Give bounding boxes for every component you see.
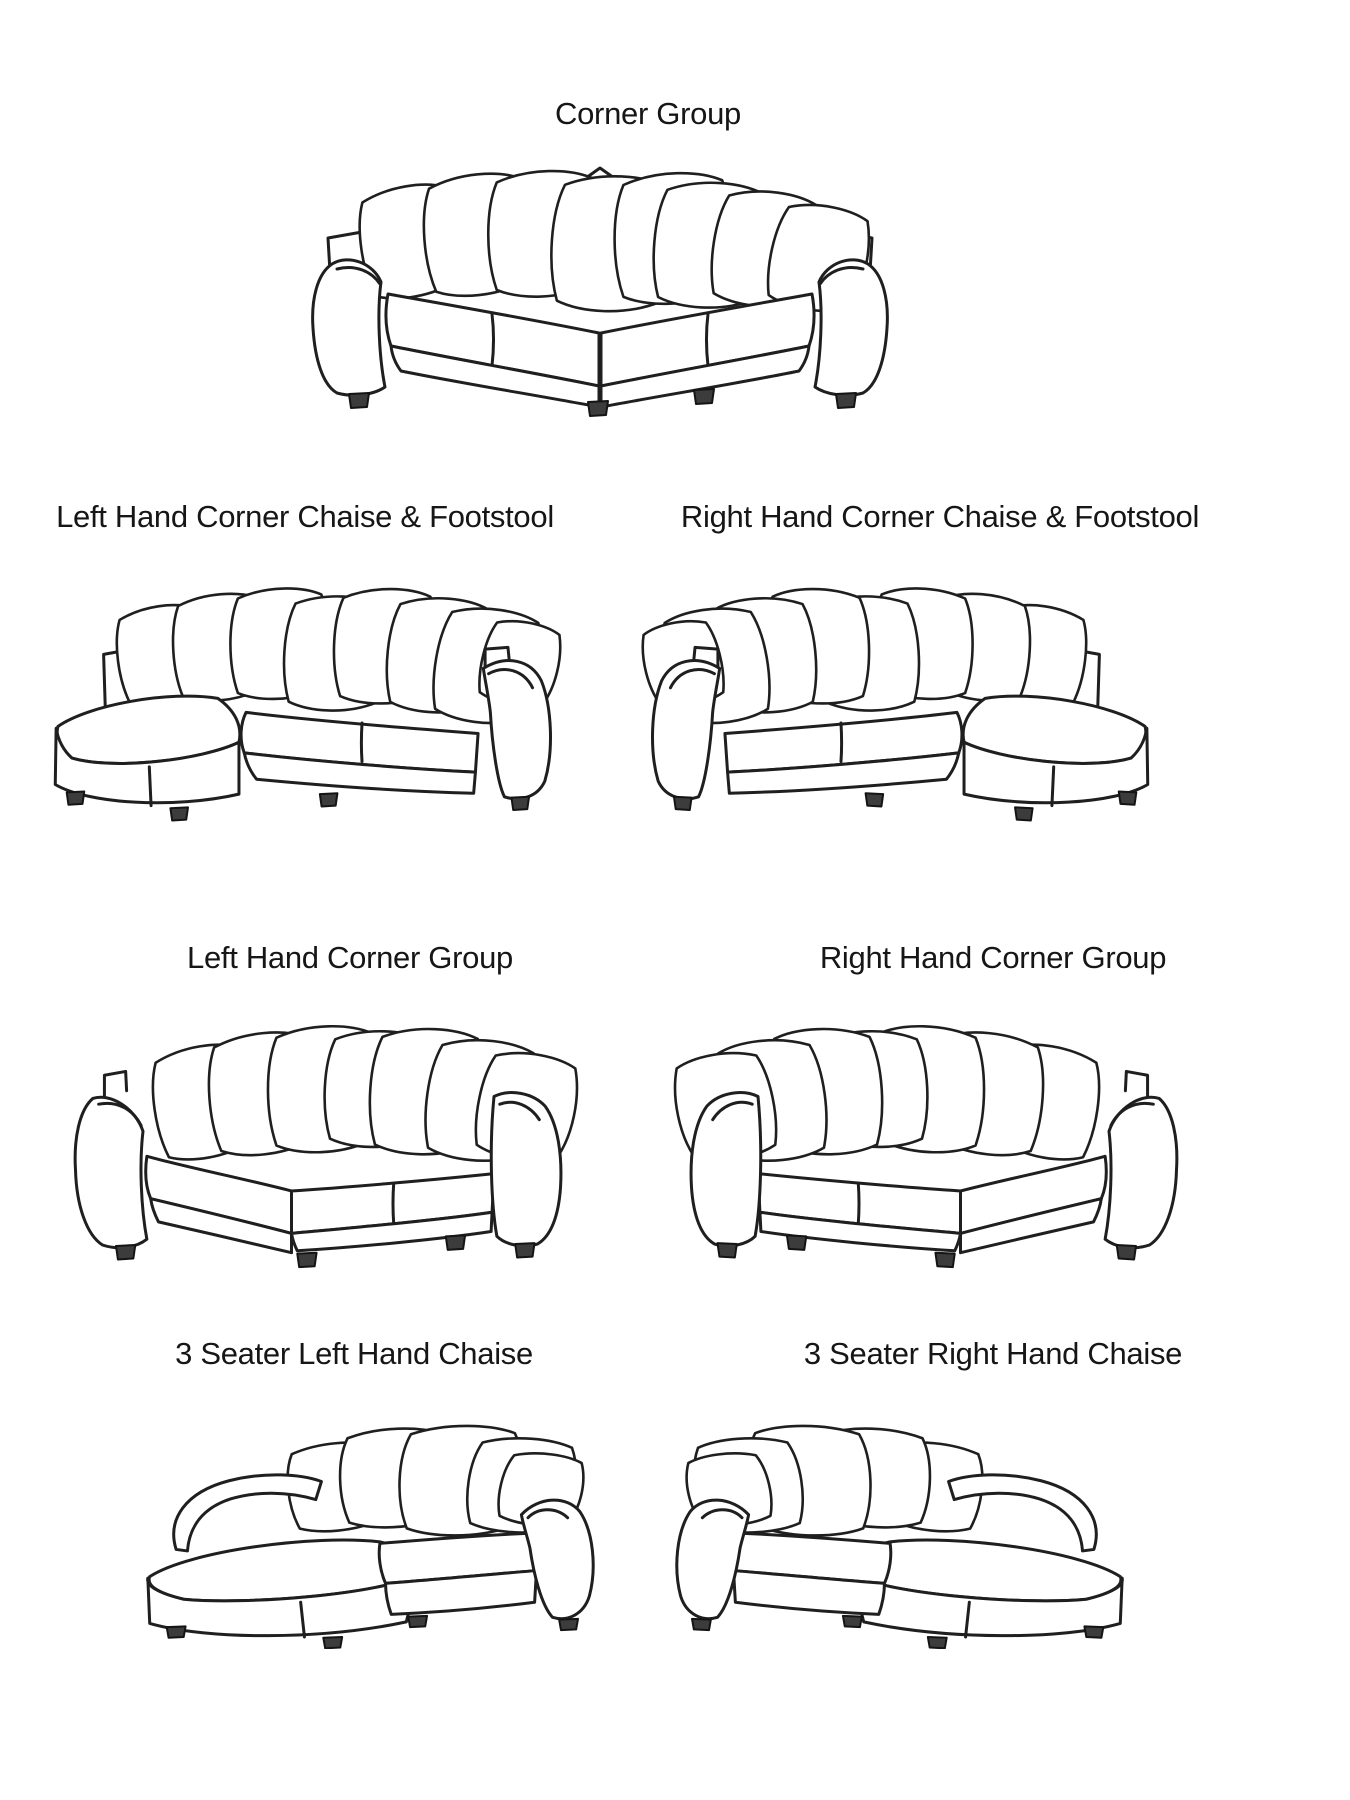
sofa-foot (926, 1636, 948, 1650)
corner-group-sofa-drawing (300, 142, 900, 417)
corner-chaise-footstool-sofa-drawing-mirrored (635, 585, 1175, 822)
sofa-foot (1115, 1244, 1137, 1261)
three-seater-left-hand-chaise-illustration (95, 1400, 595, 1650)
section-title-right-hand-corner-chaise-footstool: Right Hand Corner Chaise & Footstool (680, 499, 1200, 534)
sofa-foot (165, 1625, 187, 1639)
three-seater-right-hand-chaise-illustration (675, 1400, 1175, 1650)
sofa-foot (716, 1242, 738, 1259)
corner-group-illustration (300, 142, 900, 422)
sofa-outline (313, 168, 888, 417)
sofa-foot (65, 790, 86, 806)
corner-chaise-footstool-sofa-drawing (28, 585, 568, 822)
sofa-foot (673, 795, 693, 811)
left-hand-corner-group-illustration (62, 1002, 602, 1282)
sofa-foot (296, 1251, 318, 1269)
sofa-foot (558, 1617, 579, 1632)
sofa-foot (1117, 790, 1138, 806)
right-hand-corner-chaise-footstool-illustration (630, 570, 1175, 834)
sofa-outline (677, 1424, 1123, 1650)
sofa-foot (934, 1251, 956, 1269)
section-title-corner-group: Corner Group (555, 96, 741, 131)
sofa-foot (514, 1242, 536, 1259)
sofa-foot (785, 1234, 808, 1251)
sofa-outline (55, 585, 568, 822)
sofa-foot (835, 392, 857, 409)
sofa-foot (318, 792, 339, 808)
sofa-outline (75, 1022, 585, 1269)
sofa-foot (407, 1614, 429, 1629)
corner-group-handed-sofa-drawing-mirrored (667, 1022, 1190, 1269)
sofa-outline (148, 1424, 594, 1650)
section-title-right-hand-corner-group: Right Hand Corner Group (819, 940, 1167, 975)
sofa-foot (115, 1244, 137, 1261)
sofa-foot (864, 792, 885, 808)
right-hand-corner-group-illustration (650, 1002, 1190, 1282)
sofa-foot (444, 1234, 467, 1251)
sofa-outline (667, 1022, 1177, 1269)
sofa-foot (693, 388, 715, 405)
left-hand-corner-chaise-footstool-illustration (28, 570, 573, 834)
sofa-foot (169, 806, 189, 822)
corner-group-handed-sofa-drawing (62, 1022, 585, 1269)
sofa-foot (691, 1617, 712, 1632)
sofa-foot (1083, 1625, 1105, 1639)
sofa-foot (1014, 806, 1034, 822)
sofa-outline (635, 585, 1148, 822)
sofa-foot (348, 392, 370, 409)
three-seater-chaise-sofa-drawing (95, 1424, 595, 1650)
sofa-foot (587, 400, 609, 417)
section-title-left-hand-corner-group: Left Hand Corner Group (187, 940, 513, 975)
three-seater-chaise-sofa-drawing-mirrored (675, 1424, 1175, 1650)
section-title-left-hand-corner-chaise-footstool: Left Hand Corner Chaise & Footstool (56, 499, 554, 534)
sofa-foot (322, 1636, 344, 1650)
sofa-foot (841, 1614, 863, 1629)
section-title-3-seater-left-hand-chaise: 3 Seater Left Hand Chaise (175, 1336, 533, 1371)
sofa-foot (510, 795, 530, 811)
section-title-3-seater-right-hand-chaise: 3 Seater Right Hand Chaise (803, 1336, 1183, 1371)
